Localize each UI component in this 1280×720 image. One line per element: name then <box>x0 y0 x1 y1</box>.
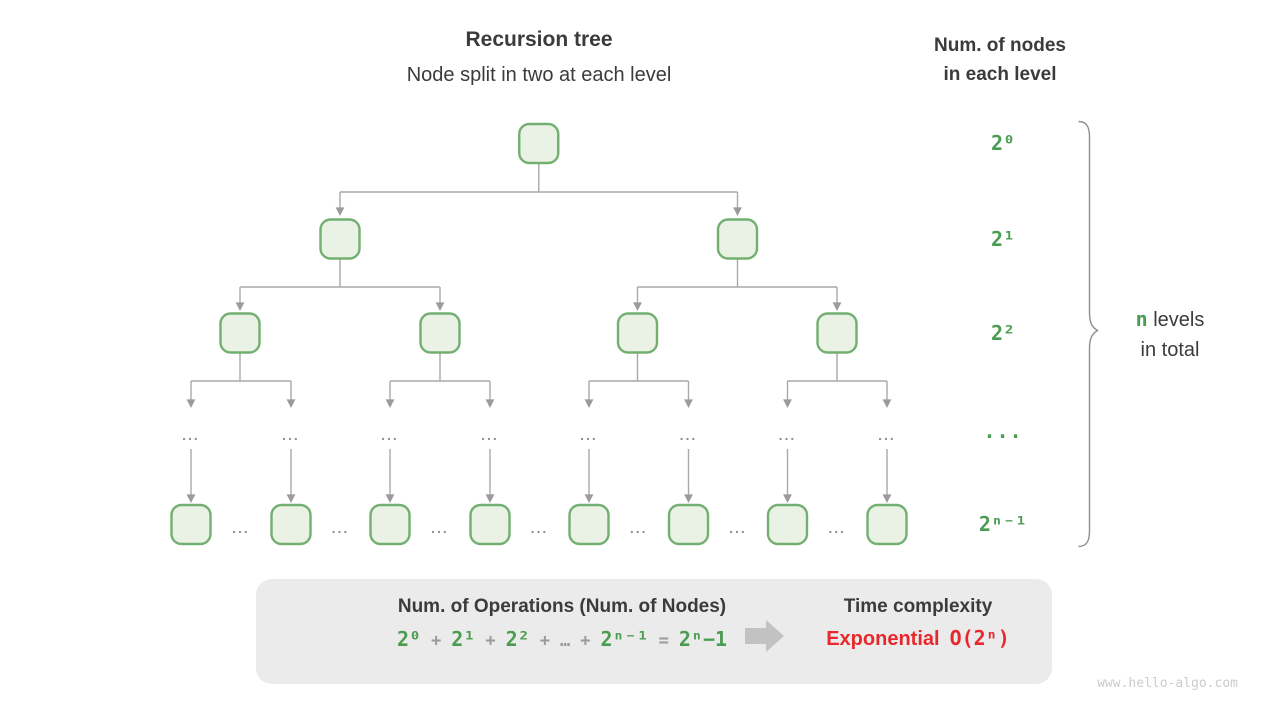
formula-token: 2² <box>505 627 530 651</box>
tree-node <box>170 503 212 546</box>
ellipsis-label: ... <box>332 520 350 536</box>
complexity-result: Exponential O(2ⁿ) <box>800 626 1036 651</box>
formula-token: 2¹ <box>451 627 476 651</box>
right-column-heading-line1: Num. of nodes <box>934 35 1066 56</box>
tree-node <box>716 218 759 260</box>
ellipsis-label: ... <box>630 520 648 536</box>
level-count-label-1: 2¹ <box>990 227 1016 251</box>
arrowhead-icon <box>783 494 792 503</box>
arrowhead-icon <box>733 207 742 216</box>
arrowhead-icon <box>832 302 842 311</box>
arrowhead-icon <box>385 494 395 503</box>
arrowhead-icon <box>485 399 495 408</box>
tree-node <box>270 503 312 546</box>
level-count-label-3: ... <box>983 419 1023 443</box>
tree-node <box>369 503 411 546</box>
formula-token: 2ⁿ⁻¹ <box>600 627 649 651</box>
ellipsis-label: ... <box>779 427 797 443</box>
ellipsis-label: ... <box>878 427 896 443</box>
level-count-label-0: 2⁰ <box>990 131 1016 155</box>
arrowhead-icon <box>286 494 296 503</box>
summary-box: Num. of Operations (Num. of Nodes) 2⁰ +2¹… <box>256 579 1052 684</box>
formula-token: … <box>559 631 571 651</box>
ellipsis-label: ... <box>232 520 250 536</box>
tree-node <box>616 312 659 354</box>
brace <box>1078 120 1099 548</box>
formula-token: + <box>485 631 496 651</box>
arrowhead-icon <box>633 302 642 311</box>
formula-token: 2ⁿ−1 <box>678 627 728 651</box>
time-complexity-title: Time complexity <box>843 596 993 617</box>
formula-token: = <box>658 631 669 651</box>
tree-node <box>518 122 560 165</box>
tree-node <box>866 503 908 546</box>
formula-token: + <box>431 631 442 651</box>
arrowhead-icon <box>882 494 892 503</box>
arrowhead-icon <box>385 399 395 408</box>
right-column-heading: Num. of nodes in each level <box>934 31 1066 89</box>
ellipsis-label: ... <box>282 427 300 443</box>
arrowhead-icon <box>335 207 345 216</box>
arrowhead-icon <box>783 399 792 408</box>
ellipsis-label: ... <box>580 427 598 443</box>
level-count-label-4: 2ⁿ⁻¹ <box>978 512 1028 536</box>
tree-node <box>766 503 809 546</box>
ellipsis-label: ... <box>381 427 399 443</box>
arrowhead-icon <box>684 494 693 503</box>
figure-title: Recursion tree <box>465 28 613 51</box>
tree-node <box>667 503 710 546</box>
watermark: www.hello-algo.com <box>1097 676 1238 691</box>
ellipsis-label: ... <box>182 427 200 443</box>
ellipsis-label: ... <box>431 520 449 536</box>
tree-node <box>469 503 511 546</box>
ellipsis-label: ... <box>481 427 499 443</box>
operations-column: Num. of Operations (Num. of Nodes) 2⁰ +2¹… <box>292 596 832 651</box>
levels-word: levels <box>1153 309 1205 331</box>
brace-annotation: n levels in total <box>1110 304 1230 365</box>
formula-token: + <box>539 631 550 651</box>
right-block-arrow-icon <box>745 620 784 652</box>
ellipsis-label: ... <box>828 520 846 536</box>
arrowhead-icon <box>882 399 892 408</box>
arrowhead-icon <box>286 399 296 408</box>
formula-token: + <box>580 631 591 651</box>
right-column-heading-line2: in each level <box>943 64 1057 85</box>
ellipsis-label: ... <box>680 427 698 443</box>
ellipsis-label: ... <box>729 520 747 536</box>
arrowhead-icon <box>485 494 495 503</box>
arrowhead-icon <box>186 494 196 503</box>
n-symbol: n <box>1135 307 1148 331</box>
arrowhead-icon <box>584 399 594 408</box>
complexity-notation: O(2ⁿ) <box>949 626 1010 650</box>
tree-node <box>419 312 461 354</box>
operations-formula: 2⁰ +2¹ +2² + … +2ⁿ⁻¹ = 2ⁿ−1 <box>397 627 727 651</box>
tree-node <box>219 312 261 354</box>
tree-node <box>568 503 610 546</box>
brace-annotation-line2: in total <box>1140 339 1200 361</box>
operations-title: Num. of Operations (Num. of Nodes) <box>397 596 727 617</box>
time-complexity-column: Time complexity Exponential O(2ⁿ) <box>800 596 1036 651</box>
tree-node <box>319 218 361 260</box>
figure-subtitle: Node split in two at each level <box>406 64 672 86</box>
arrowhead-icon <box>435 302 445 311</box>
arrowhead-icon <box>186 399 196 408</box>
ellipsis-label: ... <box>531 520 549 536</box>
arrowhead-icon <box>584 494 594 503</box>
complexity-name: Exponential <box>826 628 940 650</box>
arrowhead-icon <box>684 399 693 408</box>
arrowhead-icon <box>235 302 245 311</box>
level-count-label-2: 2² <box>990 321 1016 345</box>
tree-node <box>816 312 858 354</box>
formula-token: 2⁰ <box>396 627 422 651</box>
brace-annotation-line1: n levels <box>1110 304 1230 335</box>
